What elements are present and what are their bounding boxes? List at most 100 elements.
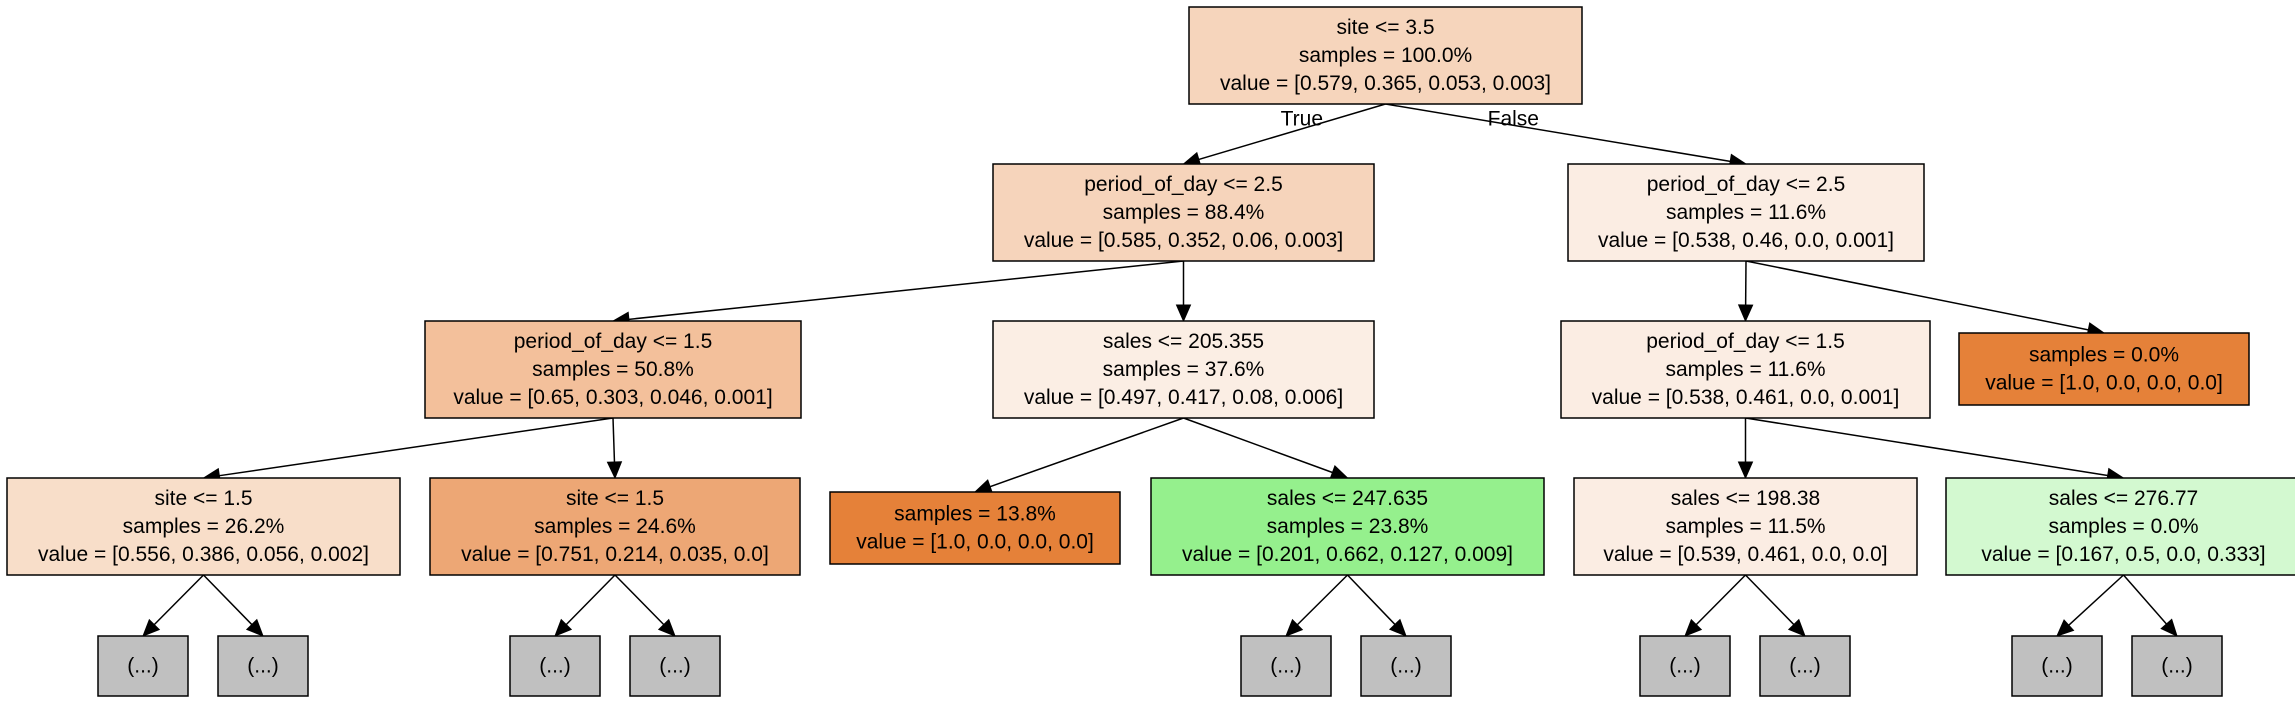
- node-label-line: value = [0.538, 0.461, 0.0, 0.001]: [1592, 386, 1900, 409]
- node-label-line: value = [0.579, 0.365, 0.053, 0.003]: [1220, 72, 1551, 95]
- node-box: [1639, 635, 1731, 697]
- node-label-line: value = [0.538, 0.46, 0.0, 0.001]: [1598, 229, 1894, 252]
- tree-edge: True: [1182, 103, 1386, 167]
- tree-node: samples = 0.0%value = [1.0, 0.0, 0.0, 0.…: [1958, 332, 2250, 406]
- node-box: [1360, 635, 1452, 697]
- edge-line: [153, 574, 205, 626]
- tree-edge: [1346, 574, 1407, 637]
- tree-edge: False: [1385, 103, 1748, 169]
- arrow-head: [1684, 618, 1703, 637]
- node-label-line: (...): [2161, 655, 2193, 678]
- truncated-subtree-node: (...): [1639, 635, 1731, 697]
- edge-line: [612, 417, 616, 463]
- node-label-line: period_of_day <= 2.5: [1647, 173, 1846, 196]
- tree-edge: [1183, 417, 1349, 480]
- node-label-line: value = [0.585, 0.352, 0.06, 0.003]: [1024, 229, 1343, 252]
- node-label-line: samples = 24.6%: [534, 515, 696, 538]
- truncated-subtree-node: (...): [1240, 635, 1332, 697]
- arrow-head: [1388, 618, 1407, 637]
- node-label-line: (...): [247, 655, 279, 678]
- tree-edge: [1285, 574, 1349, 637]
- node-label-line: (...): [1669, 655, 1701, 678]
- node-label-line: value = [0.751, 0.214, 0.035, 0.0]: [461, 543, 769, 566]
- edge-line: [1744, 574, 1795, 626]
- tree-edge: [2056, 574, 2125, 637]
- node-label-line: value = [1.0, 0.0, 0.0, 0.0]: [856, 531, 1094, 554]
- arrow-head: [2160, 618, 2178, 637]
- tree-node: period_of_day <= 2.5 samples = 11.6% value…: [1567, 163, 1925, 262]
- node-label-line: sales <= 205.355: [1103, 330, 1264, 353]
- node-label-line: value = [0.201, 0.662, 0.127, 0.009]: [1182, 543, 1513, 566]
- node-label-line: value = [0.65, 0.303, 0.046, 0.001]: [453, 386, 772, 409]
- arrow-head: [1175, 304, 1192, 323]
- node-label-line: samples = 0.0%: [2049, 515, 2199, 538]
- edge-line: [1346, 574, 1396, 625]
- edge-line: [989, 417, 1184, 488]
- arrow-head: [1737, 304, 1754, 323]
- node-label-line: period_of_day <= 2.5: [1084, 173, 1283, 196]
- edge-line: [219, 417, 614, 477]
- node-box: [1958, 332, 2250, 406]
- node-label-line: samples = 11.5%: [1665, 515, 1825, 538]
- arrow-head: [1787, 618, 1806, 637]
- edge-line: [614, 574, 665, 626]
- node-box: [424, 320, 802, 419]
- node-box: [97, 635, 189, 697]
- node-label-line: (...): [659, 655, 691, 678]
- node-box: [992, 163, 1375, 262]
- node-label-line: sales <= 198.38: [1671, 487, 1820, 510]
- node-label-line: samples = 13.8%: [894, 503, 1056, 526]
- node-label-line: value = [0.497, 0.417, 0.08, 0.006]: [1024, 386, 1343, 409]
- node-label-line: site <= 1.5: [154, 487, 252, 510]
- edge-line: [1695, 574, 1747, 626]
- node-label-line: period_of_day <= 1.5: [1646, 330, 1845, 353]
- node-box: [1567, 163, 1925, 262]
- node-label-line: samples = 88.4%: [1103, 201, 1265, 224]
- node-label-line: value = [0.167, 0.5, 0.0, 0.333]: [1981, 543, 2265, 566]
- node-box: [829, 491, 1121, 565]
- edge-line: [565, 574, 616, 626]
- node-box: [1573, 477, 1918, 576]
- tree-edge: [606, 417, 623, 480]
- arrow-head: [1329, 465, 1349, 480]
- tree-edge: [1684, 574, 1747, 637]
- node-box: [1240, 635, 1332, 697]
- node-box: [992, 320, 1375, 419]
- edge-line: [1296, 574, 1349, 626]
- arrow-head: [606, 461, 623, 480]
- node-label-line: site <= 3.5: [1336, 16, 1434, 39]
- node-box: [1150, 477, 1545, 576]
- tree-edge: [1737, 418, 1754, 480]
- arrow-head: [1737, 461, 1754, 480]
- node-label-line: (...): [127, 655, 159, 678]
- edge-line: [2122, 574, 2168, 625]
- tree-node: period_of_day <= 2.5 samples = 88.4% value…: [992, 163, 1375, 262]
- node-label-line: (...): [2041, 655, 2073, 678]
- truncated-subtree-node: (...): [97, 635, 189, 697]
- truncated-subtree-node: (...): [2011, 635, 2103, 697]
- edge-line: [1198, 103, 1386, 161]
- tree-edge: [1737, 260, 1754, 323]
- node-label-line: period_of_day <= 1.5: [514, 330, 713, 353]
- node-label-line: samples = 11.6%: [1665, 358, 1825, 381]
- tree-edge: [973, 417, 1184, 494]
- truncated-subtree-node: (...): [2131, 635, 2223, 697]
- tree-edge: [614, 574, 676, 637]
- node-label-line: (...): [1390, 655, 1422, 678]
- edge-label-false: False: [1488, 108, 1539, 131]
- tree-edge: [611, 260, 1184, 327]
- node-label-line: samples = 11.6%: [1666, 201, 1826, 224]
- edge-line: [202, 574, 253, 626]
- tree-node: period_of_day <= 1.5 samples = 11.6% value…: [1560, 320, 1931, 419]
- arrow-head: [245, 618, 264, 637]
- node-box: [2011, 635, 2103, 697]
- node-label-line: (...): [539, 655, 571, 678]
